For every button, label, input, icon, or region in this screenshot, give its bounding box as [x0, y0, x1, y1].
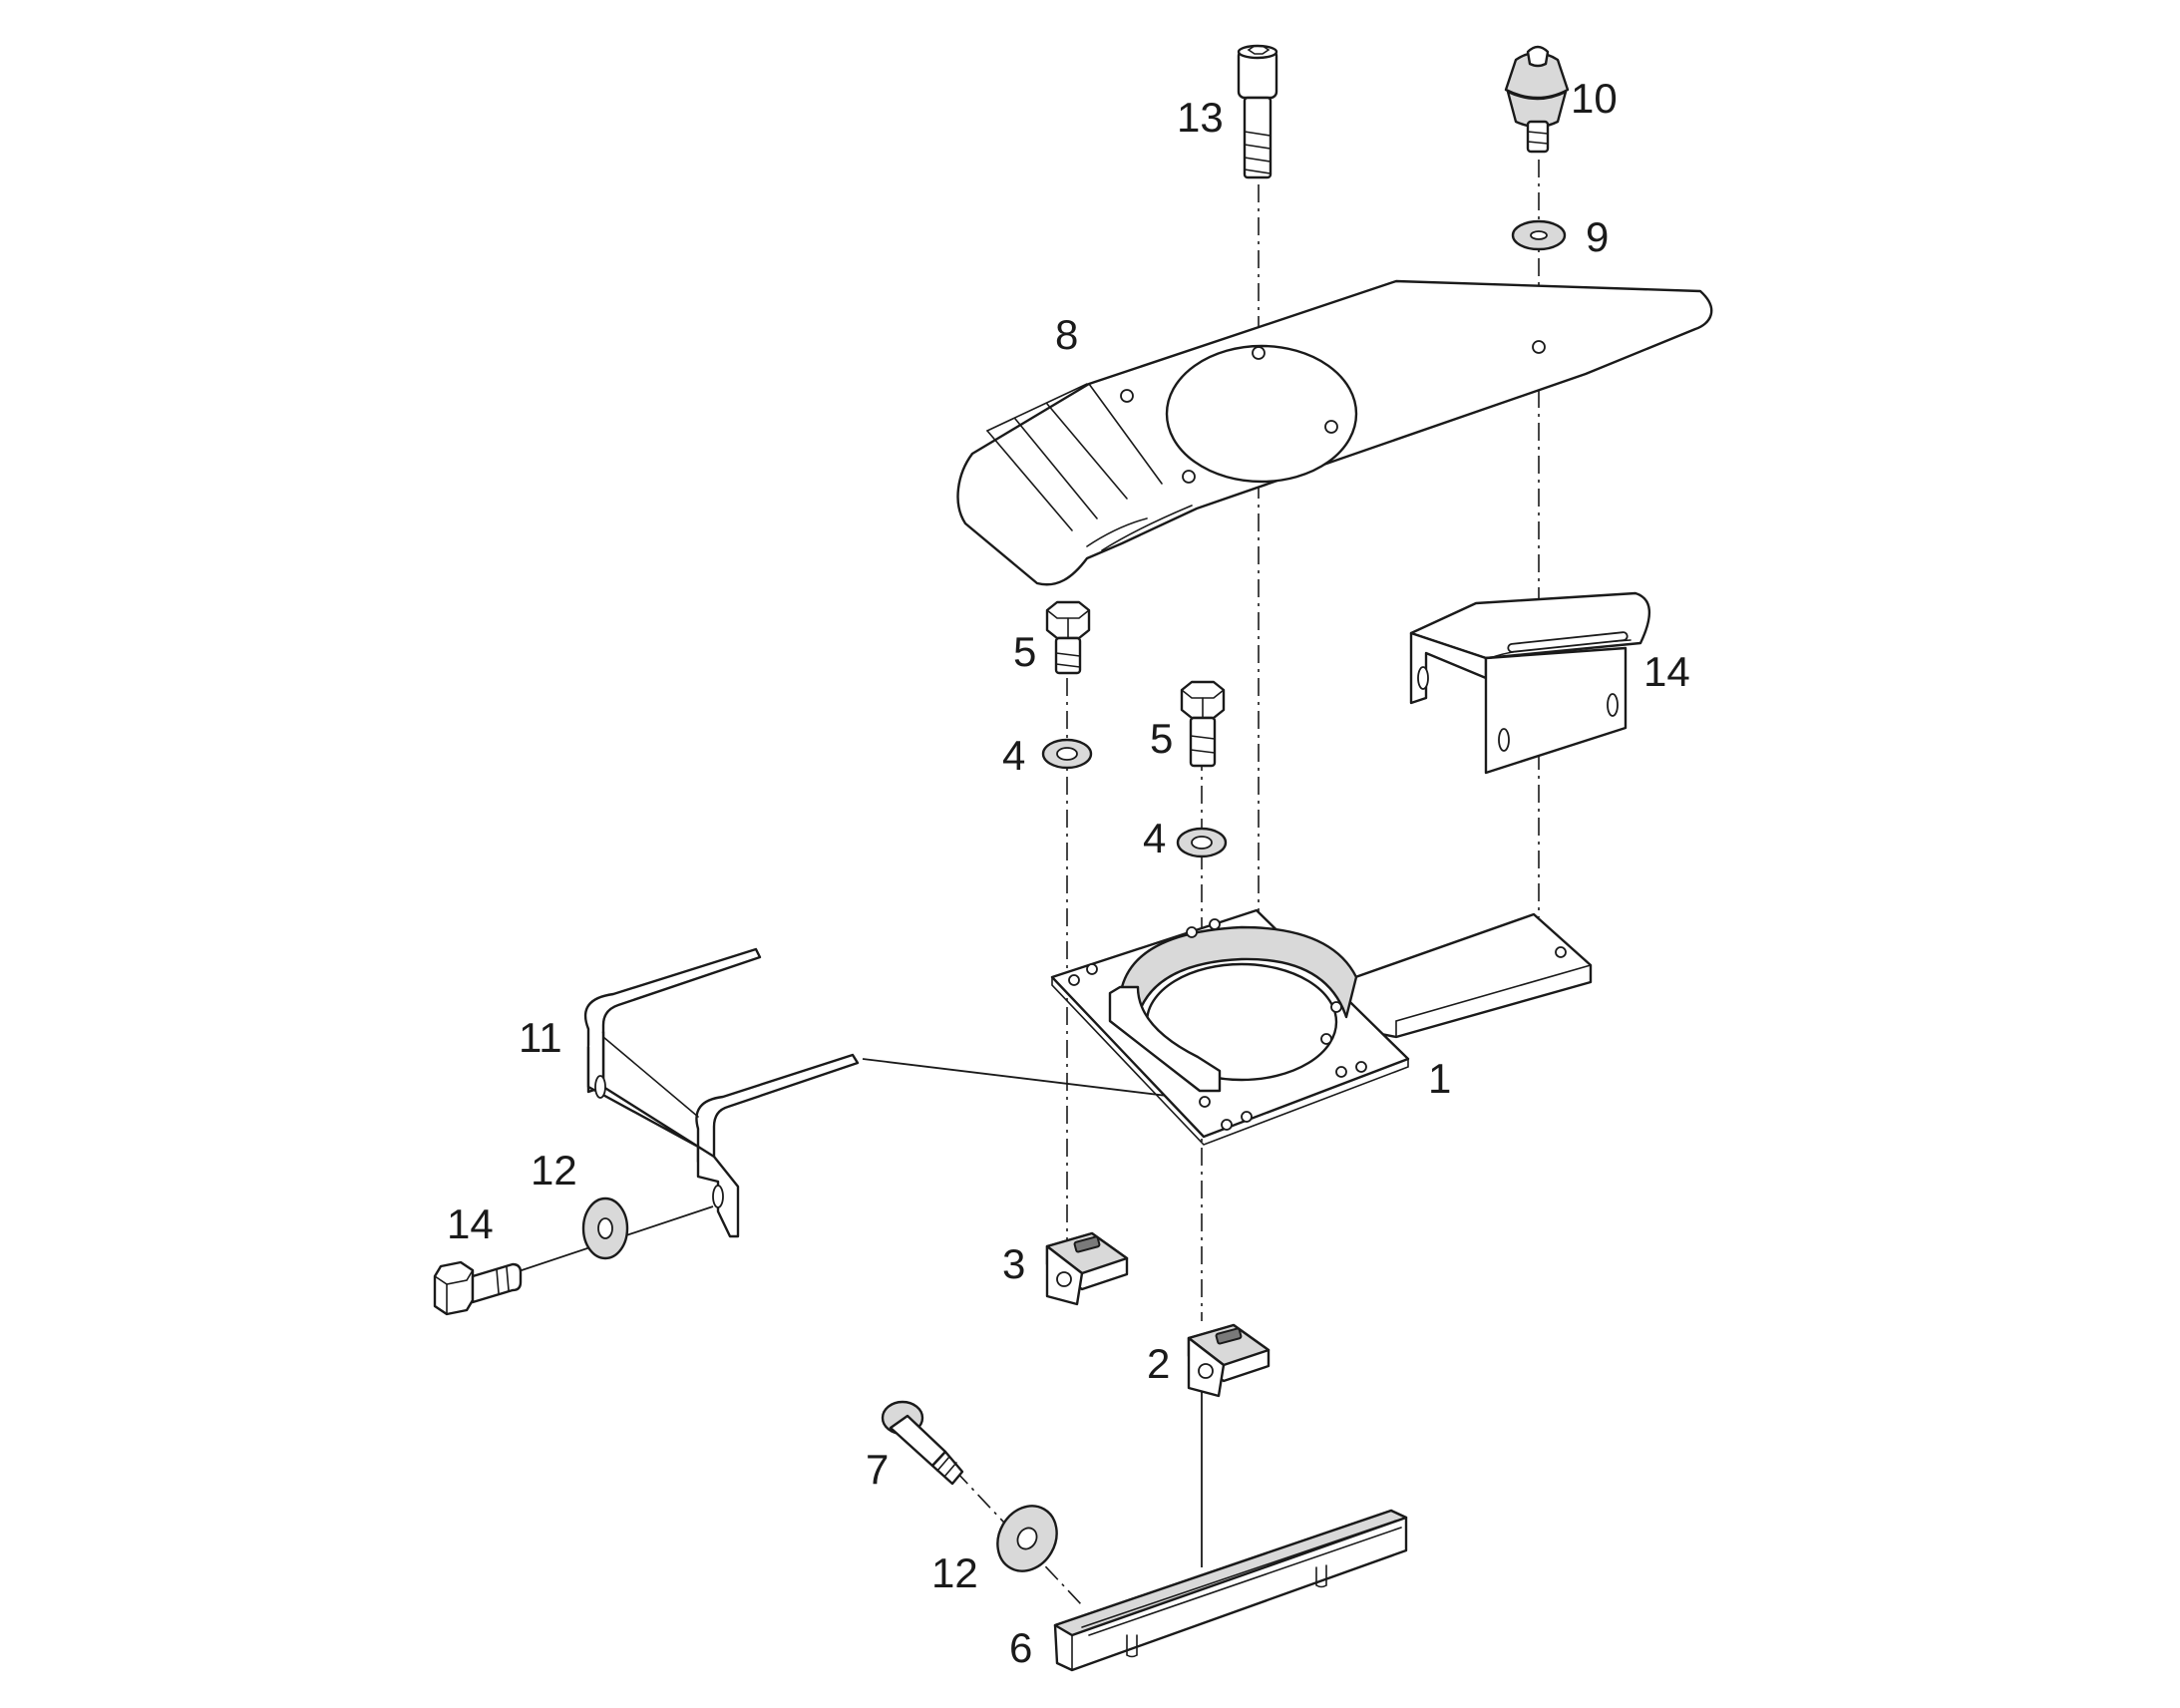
callout-1: 1	[1428, 1055, 1451, 1102]
callout-9: 9	[1586, 213, 1609, 260]
callout-13: 13	[1177, 94, 1224, 141]
callout-5-left: 5	[1013, 628, 1036, 675]
callout-14-left: 14	[447, 1200, 494, 1247]
callout-11: 11	[519, 1014, 562, 1061]
bent-bracket-11	[583, 947, 860, 1238]
callout-4-left: 4	[1002, 732, 1025, 779]
callout-10: 10	[1571, 75, 1618, 122]
hex-bolt-14-left	[433, 1260, 523, 1316]
washer-9	[1511, 219, 1567, 251]
slot-nut-2	[1187, 1323, 1271, 1398]
slotted-bracket-14	[1409, 591, 1651, 775]
callout-12-bottom: 12	[931, 1549, 978, 1596]
shoulder-screw-7	[881, 1400, 964, 1486]
callout-3: 3	[1002, 1240, 1025, 1287]
callout-6: 6	[1009, 1624, 1032, 1671]
callout-labels: 1 2 3 4 4 5 5 6 7 8 9 10 11 12 12 13 14 …	[447, 75, 1690, 1671]
washer-12-bottom	[996, 1505, 1058, 1572]
washer-4-right	[1176, 827, 1228, 858]
callout-4-right: 4	[1143, 815, 1166, 861]
washer-12-left	[581, 1196, 629, 1260]
base-plate-1	[1050, 908, 1593, 1146]
hex-bolt-5-left	[1045, 600, 1091, 675]
callout-8: 8	[1055, 311, 1078, 358]
washer-4-left	[1041, 738, 1093, 770]
callout-5-right: 5	[1150, 715, 1173, 762]
clamping-knob-10	[1504, 45, 1570, 154]
hex-bolt-5-right	[1180, 680, 1226, 768]
leader-bracket-11-plate	[862, 1058, 1193, 1100]
callout-14-right: 14	[1643, 648, 1690, 695]
callout-7: 7	[866, 1446, 889, 1493]
cap-screw-13	[1237, 44, 1278, 179]
callout-12-left: 12	[531, 1147, 577, 1194]
callout-2: 2	[1147, 1340, 1170, 1387]
slot-nut-3	[1045, 1231, 1129, 1306]
t-slot-rail-6	[1053, 1509, 1408, 1672]
cover-plate-8	[956, 279, 1713, 586]
